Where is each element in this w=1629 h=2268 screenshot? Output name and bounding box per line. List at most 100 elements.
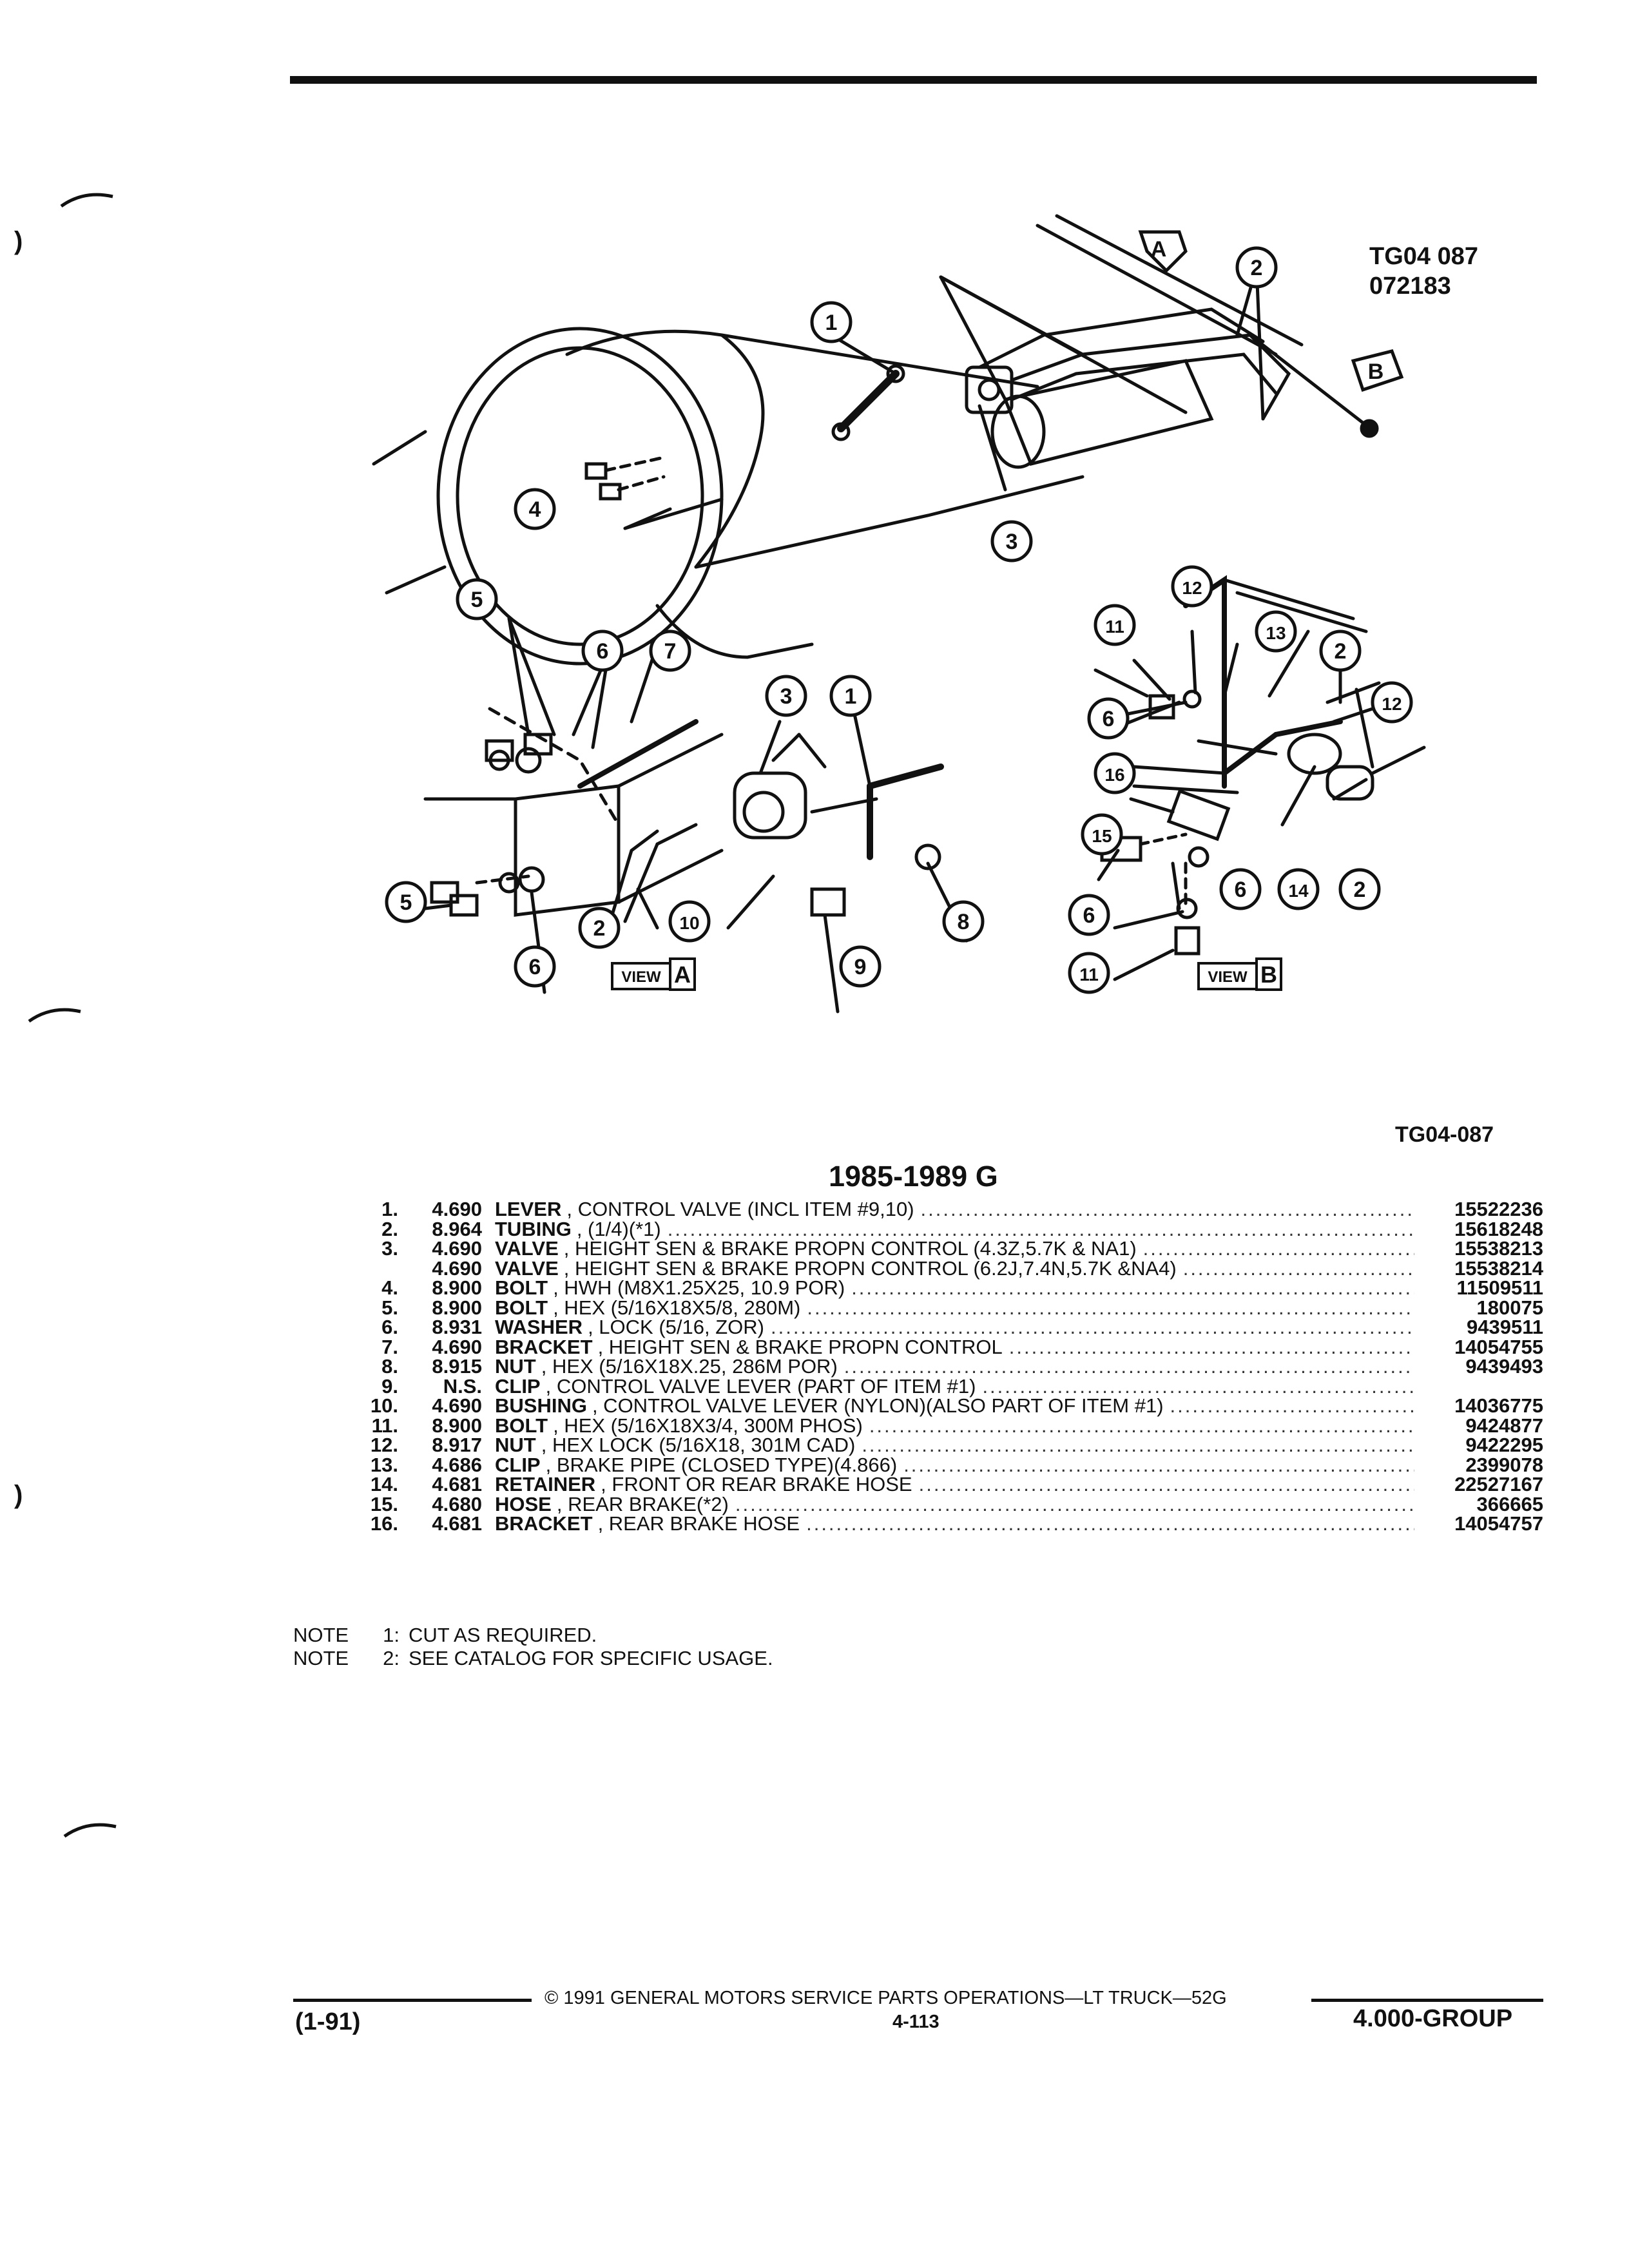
part-name: LEVER bbox=[495, 1198, 562, 1220]
note-number: 1: bbox=[383, 1624, 400, 1646]
note-label: NOTE bbox=[293, 1624, 349, 1646]
part-group-number: 4.686 bbox=[432, 1453, 482, 1476]
note-row: NOTE 1: CUT AS REQUIRED. bbox=[293, 1624, 773, 1647]
leader-dots bbox=[1143, 1239, 1414, 1259]
callout-13: 13 bbox=[1266, 623, 1286, 643]
section-title: 1985-1989 G bbox=[829, 1160, 998, 1193]
callout-7: 7 bbox=[664, 639, 677, 664]
part-number: 14054757 bbox=[1454, 1512, 1543, 1535]
leader-dots bbox=[982, 1377, 1414, 1397]
leader-dots bbox=[1183, 1259, 1414, 1279]
leader-dots bbox=[862, 1436, 1414, 1456]
callout-5: 5 bbox=[471, 588, 483, 612]
part-item-number: 13. bbox=[370, 1453, 398, 1476]
part-group-number: 8.915 bbox=[432, 1355, 482, 1378]
part-group-number: 4.681 bbox=[432, 1512, 482, 1535]
part-item-number: 16. bbox=[370, 1512, 398, 1535]
footer-group: 4.000-GROUP bbox=[1353, 2005, 1513, 2032]
part-item-number: 8. bbox=[381, 1355, 398, 1378]
part-description: , HEX (5/16X18X3/4, 300M PHOS) bbox=[553, 1414, 863, 1437]
margin-arc bbox=[60, 193, 113, 208]
leader-dots bbox=[919, 1475, 1414, 1495]
part-item-number: 15. bbox=[370, 1492, 398, 1515]
leader-dots bbox=[771, 1318, 1414, 1338]
svg-text:B: B bbox=[1368, 360, 1384, 384]
part-description: , HEIGHT SEN & BRAKE PROPN CONTROL bbox=[597, 1335, 1003, 1358]
part-description: , BRAKE PIPE (CLOSED TYPE)(4.866) bbox=[545, 1453, 898, 1476]
part-item-number: 3. bbox=[381, 1237, 398, 1260]
part-item-number: 4. bbox=[381, 1276, 398, 1299]
parts-diagram: A B bbox=[372, 214, 1426, 1014]
callout-4: 4 bbox=[529, 497, 541, 522]
note-text: SEE CATALOG FOR SPECIFIC USAGE. bbox=[409, 1647, 773, 1669]
part-group-number: 8.964 bbox=[432, 1217, 482, 1240]
leader-dots bbox=[1009, 1338, 1414, 1358]
part-name: BRACKET bbox=[495, 1335, 593, 1358]
callout-1: 1 bbox=[845, 684, 857, 709]
part-description: , HEX (5/16X18X5/8, 280M) bbox=[553, 1296, 801, 1319]
callout-5: 5 bbox=[400, 890, 412, 915]
part-name: BUSHING bbox=[495, 1394, 587, 1417]
part-description: , HWH (M8X1.25X25, 10.9 POR) bbox=[553, 1276, 845, 1299]
part-number: 180075 bbox=[1476, 1296, 1543, 1319]
part-description: , CONTROL VALVE (INCL ITEM #9,10) bbox=[566, 1198, 914, 1220]
part-description: , HEX LOCK (5/16X18, 301M CAD) bbox=[541, 1434, 856, 1456]
part-name: BRACKET bbox=[495, 1512, 593, 1535]
notes: NOTE 1: CUT AS REQUIRED. NOTE 2: SEE CATALOG … bbox=[293, 1624, 773, 1670]
leader-dots bbox=[806, 1514, 1414, 1534]
note-label: NOTE bbox=[293, 1647, 349, 1669]
leader-dots bbox=[668, 1220, 1414, 1240]
callout-2: 2 bbox=[1354, 878, 1366, 902]
part-number: 9439493 bbox=[1465, 1355, 1543, 1378]
part-name: RETAINER bbox=[495, 1473, 596, 1495]
leader-dots bbox=[844, 1357, 1414, 1377]
part-description: , (1/4)(*1) bbox=[576, 1217, 661, 1240]
part-name: NUT bbox=[495, 1355, 536, 1378]
part-number: 366665 bbox=[1476, 1492, 1543, 1515]
callout-11: 11 bbox=[1105, 617, 1124, 637]
part-group-number: 4.690 bbox=[432, 1335, 482, 1358]
part-description: , CONTROL VALVE LEVER (NYLON)(ALSO PART … bbox=[592, 1394, 1164, 1417]
part-description: , HEX (5/16X18X.25, 286M POR) bbox=[541, 1355, 838, 1378]
part-item-number: 10. bbox=[370, 1394, 398, 1417]
part-number: 11509511 bbox=[1456, 1276, 1543, 1299]
part-group-number: 4.690 bbox=[432, 1198, 482, 1220]
part-row: 8. 8.915 NUT, HEX (5/16X18X.25, 286M POR) 9… bbox=[348, 1355, 1543, 1378]
leader-dots bbox=[903, 1456, 1414, 1475]
part-number: 9439511 bbox=[1467, 1316, 1543, 1338]
part-row: 16. 4.681 BRACKET, REAR BRAKE HOSE 14054757 bbox=[348, 1514, 1543, 1534]
margin-mark: ) bbox=[14, 1481, 23, 1509]
header-rule bbox=[290, 76, 1537, 84]
figure-date-code: 072183 bbox=[1369, 273, 1451, 300]
part-description: , REAR BRAKE HOSE bbox=[597, 1512, 800, 1535]
note-text: CUT AS REQUIRED. bbox=[409, 1624, 597, 1646]
figure-code-bottom: TG04-087 bbox=[1395, 1122, 1494, 1147]
callout-3: 3 bbox=[780, 684, 793, 709]
part-number: 22527167 bbox=[1454, 1473, 1543, 1495]
callout-6: 6 bbox=[1083, 903, 1095, 928]
callout-2: 2 bbox=[1251, 256, 1263, 280]
part-name: HOSE bbox=[495, 1492, 552, 1515]
margin-arc bbox=[63, 1823, 117, 1838]
part-group-number: 4.690 bbox=[432, 1237, 482, 1260]
callout-3: 3 bbox=[1006, 530, 1018, 554]
callout-8: 8 bbox=[958, 910, 970, 934]
note-number: 2: bbox=[383, 1647, 400, 1669]
part-item-number: 6. bbox=[381, 1316, 398, 1338]
callout-10: 10 bbox=[679, 913, 699, 933]
footer-revision: (1-91) bbox=[295, 2008, 361, 2035]
part-description: , HEIGHT SEN & BRAKE PROPN CONTROL (4.3Z… bbox=[563, 1237, 1137, 1260]
footer-rule-right bbox=[1311, 1999, 1543, 2002]
part-number: 2399078 bbox=[1465, 1453, 1543, 1476]
svg-text:A: A bbox=[1151, 237, 1167, 262]
leader-dots bbox=[1170, 1396, 1414, 1416]
part-name: NUT bbox=[495, 1434, 536, 1456]
part-name: TUBING bbox=[495, 1217, 572, 1240]
